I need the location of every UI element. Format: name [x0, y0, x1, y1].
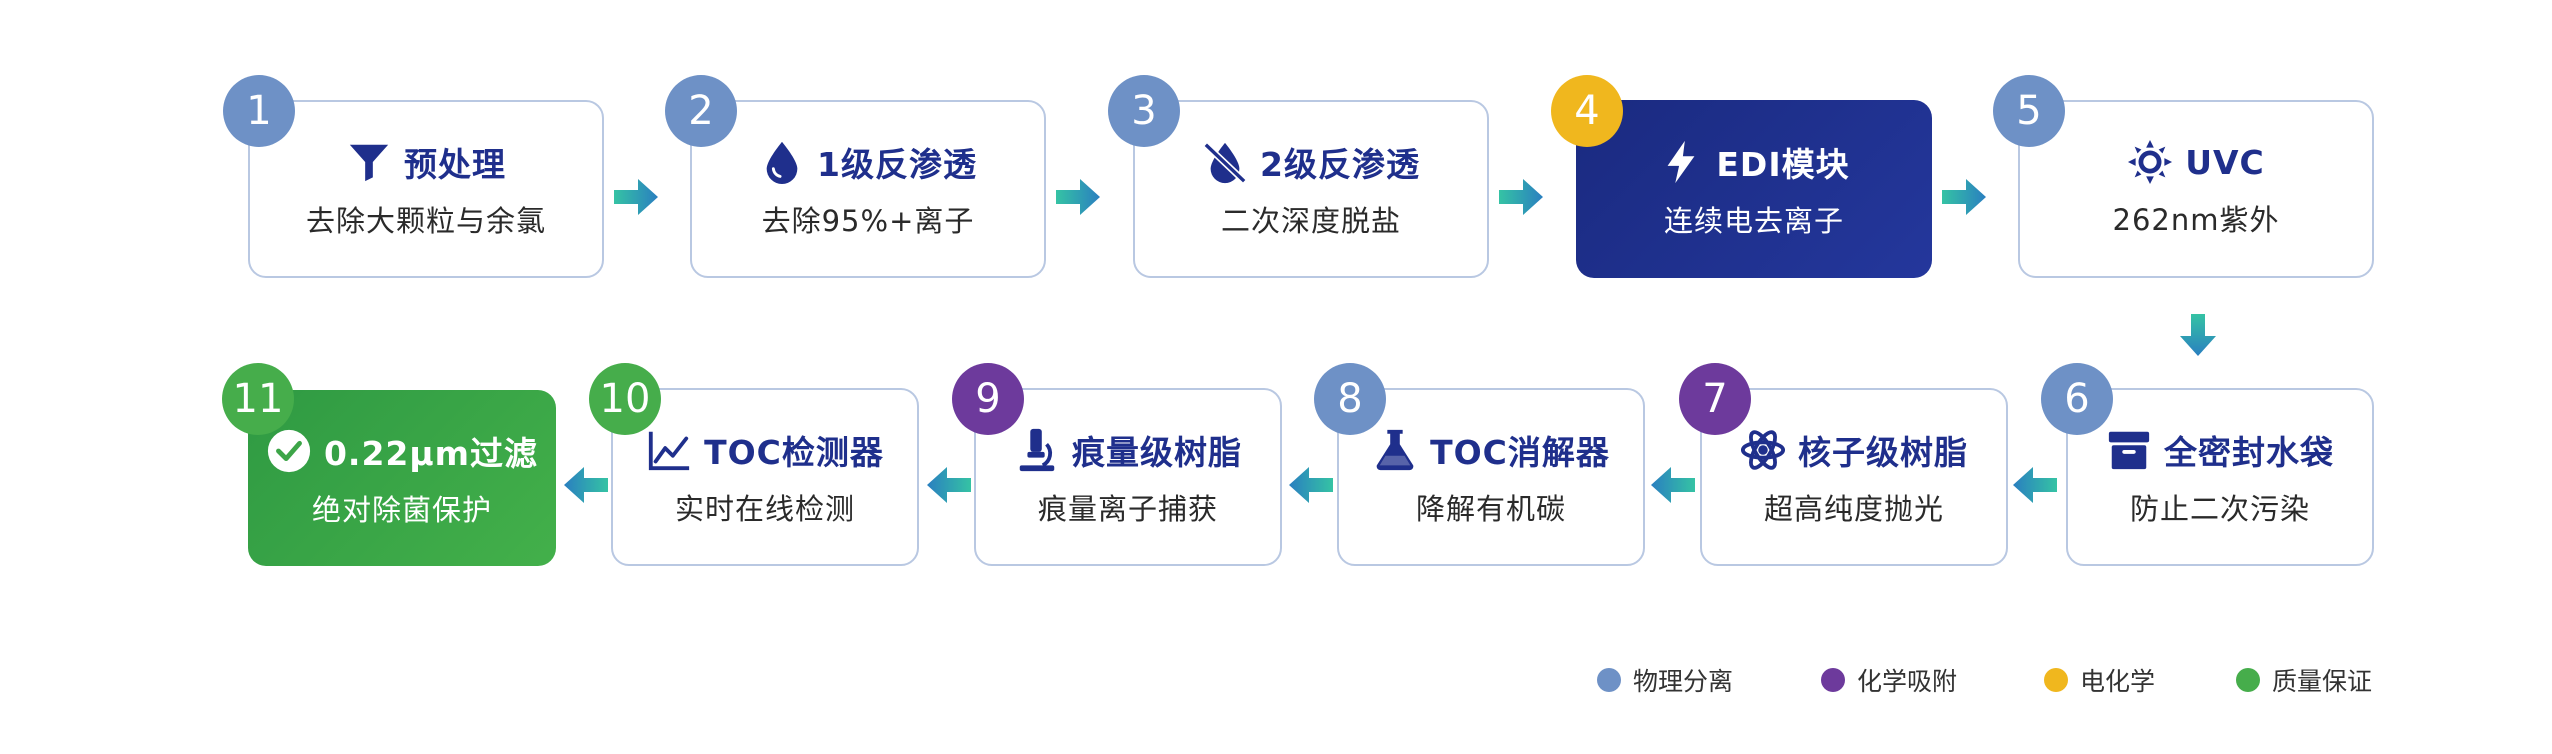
- legend-dot: [1821, 668, 1845, 692]
- step-2-card: 1级反渗透 去除95%+离子: [690, 100, 1046, 278]
- step-5-title-row: UVC: [2127, 139, 2265, 185]
- step-8-title-row: TOC消解器: [1372, 426, 1610, 474]
- sun-icon: [2127, 139, 2173, 185]
- step-9-subtitle: 痕量离子捕获: [1037, 492, 1218, 526]
- step-4-card: EDI模块 连续电去离子: [1576, 100, 1932, 278]
- step-7-subtitle: 超高纯度抛光: [1763, 492, 1944, 526]
- step-7-title-row: 核子级树脂: [1740, 426, 1968, 474]
- step-6-title-row: 全密封水袋: [2106, 426, 2334, 474]
- step-9-title-row: 痕量级树脂: [1014, 426, 1242, 474]
- step-5-title: UVC: [2185, 142, 2265, 182]
- legend-item-chemical: 化学吸附: [1821, 662, 1957, 698]
- step-4-title: EDI模块: [1716, 145, 1850, 184]
- legend-label: 电化学: [2080, 667, 2156, 696]
- step-11-badge: 11: [222, 363, 294, 435]
- legend-dot: [2044, 668, 2068, 692]
- step-4-badge: 4: [1551, 75, 1623, 147]
- legend-item-physical: 物理分离: [1597, 662, 1733, 698]
- legend-dot: [1597, 668, 1621, 692]
- step-7-card: 核子级树脂 超高纯度抛光: [1700, 388, 2008, 566]
- step-3-badge: 3: [1108, 75, 1180, 147]
- step-7-title: 核子级树脂: [1798, 433, 1968, 472]
- arrow-down-icon: [2180, 314, 2216, 356]
- step-11-title-row: 0.22μm过滤: [266, 427, 538, 475]
- step-5-badge: 5: [1993, 75, 2065, 147]
- atom-icon: [1740, 427, 1786, 473]
- step-8-badge: 8: [1314, 363, 1386, 435]
- step-3-card: 2级反渗透 二次深度脱盐: [1133, 100, 1489, 278]
- flask-icon: [1372, 427, 1418, 473]
- step-9-badge: 9: [952, 363, 1024, 435]
- step-1-title-row: 预处理: [346, 138, 506, 186]
- step-6-subtitle: 防止二次污染: [2129, 492, 2310, 526]
- no-drop-icon: [1202, 139, 1248, 185]
- step-11-title: 0.22μm过滤: [323, 434, 539, 473]
- arrow-left-icon: [927, 467, 971, 503]
- arrow-icon: [1056, 179, 1100, 215]
- step-3-title-row: 2级反渗透: [1202, 138, 1420, 186]
- step-4-subtitle: 连续电去离子: [1663, 204, 1844, 238]
- step-11-subtitle: 绝对除菌保护: [311, 493, 492, 527]
- arrow-icon: [614, 179, 658, 215]
- legend-dot: [2236, 668, 2260, 692]
- legend-label: 化学吸附: [1857, 667, 1958, 696]
- step-3-title: 2级反渗透: [1260, 145, 1420, 184]
- step-4-title-row: EDI模块: [1658, 138, 1849, 186]
- line-chart-icon: [646, 427, 692, 473]
- step-5-subtitle: 262nm紫外: [2112, 203, 2280, 237]
- legend-label: 质量保证: [2272, 667, 2373, 696]
- step-8-title: TOC消解器: [1430, 433, 1610, 472]
- step-7-badge: 7: [1679, 363, 1751, 435]
- step-10-title: TOC检测器: [704, 433, 884, 472]
- arrow-icon: [1499, 179, 1543, 215]
- legend-label: 物理分离: [1633, 667, 1734, 696]
- step-1-card: 预处理 去除大颗粒与余氯: [248, 100, 604, 278]
- step-6-badge: 6: [2041, 363, 2113, 435]
- step-1-badge: 1: [223, 75, 295, 147]
- arrow-icon: [1942, 179, 1986, 215]
- step-5-card: UVC 262nm紫外: [2018, 100, 2374, 278]
- legend-item-electrochemical: 电化学: [2044, 662, 2155, 698]
- step-10-card: TOC检测器 实时在线检测: [611, 388, 919, 566]
- arrow-left-icon: [1651, 467, 1695, 503]
- step-2-subtitle: 去除95%+离子: [761, 204, 975, 238]
- step-10-subtitle: 实时在线检测: [674, 492, 855, 526]
- step-2-title: 1级反渗透: [817, 145, 977, 184]
- step-2-title-row: 1级反渗透: [759, 138, 977, 186]
- step-8-card: TOC消解器 降解有机碳: [1337, 388, 1645, 566]
- step-9-title: 痕量级树脂: [1072, 433, 1242, 472]
- step-2-badge: 2: [665, 75, 737, 147]
- check-circle-icon: [266, 428, 312, 474]
- step-1-title: 预处理: [404, 145, 506, 184]
- step-6-card: 全密封水袋 防止二次污染: [2066, 388, 2374, 566]
- step-10-title-row: TOC检测器: [646, 426, 884, 474]
- step-1-subtitle: 去除大颗粒与余氯: [305, 204, 546, 238]
- step-3-subtitle: 二次深度脱盐: [1220, 204, 1401, 238]
- microscope-icon: [1014, 427, 1060, 473]
- water-drop-icon: [759, 139, 805, 185]
- arrow-left-icon: [564, 467, 608, 503]
- arrow-left-icon: [1289, 467, 1333, 503]
- legend-item-quality: 质量保证: [2236, 662, 2372, 698]
- funnel-icon: [346, 139, 392, 185]
- lightning-icon: [1658, 139, 1704, 185]
- step-10-badge: 10: [589, 363, 661, 435]
- arrow-left-icon: [2013, 467, 2057, 503]
- step-8-subtitle: 降解有机碳: [1415, 492, 1566, 526]
- archive-box-icon: [2106, 427, 2152, 473]
- step-6-title: 全密封水袋: [2164, 433, 2334, 472]
- step-11-card: 0.22μm过滤 绝对除菌保护: [248, 390, 556, 566]
- step-9-card: 痕量级树脂 痕量离子捕获: [974, 388, 1282, 566]
